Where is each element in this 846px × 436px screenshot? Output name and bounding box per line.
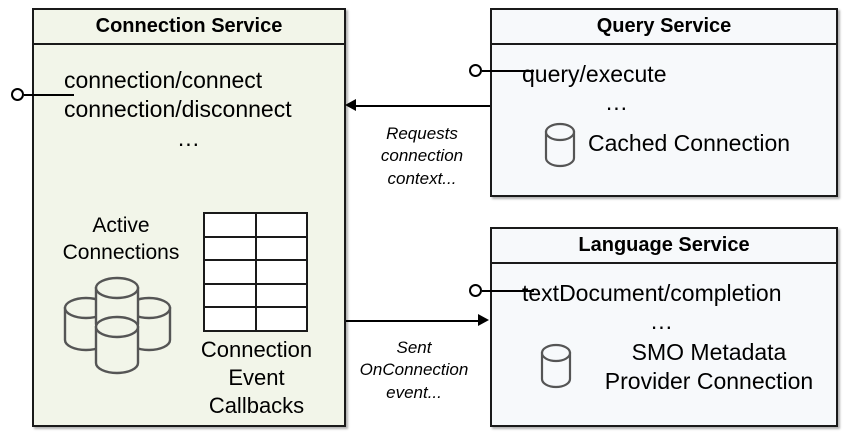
table-cell [203,212,257,238]
table-cell [254,259,308,285]
connection-to-language-label-line3: event... [386,382,442,402]
cached-connection-cylinder-icon [542,121,578,174]
connection-service-ellipsis: ... [177,125,201,151]
query-service-box[interactable]: Query Service query/execute ... Cached C… [490,8,838,197]
language-service-endpoint-0: textDocument/completion [522,280,782,306]
connection-service-endpoint-1: connection/disconnect [64,96,292,122]
smo-metadata-cylinder-icon [538,342,574,395]
language-service-body: textDocument/completion ... SMO Metadata… [492,264,836,425]
smo-metadata-label-line1: SMO Metadata [631,339,787,365]
callbacks-label-line2: Event [228,365,285,390]
connection-service-lollipop-icon[interactable] [11,88,24,101]
query-to-connection-label-line2: connection [380,146,464,166]
language-service-ellipsis: ... [650,308,674,334]
query-service-title: Query Service [492,10,836,45]
table-cell [203,306,257,332]
table-cell [254,282,308,309]
table-row[interactable] [203,282,308,309]
query-service-endpoint-0: query/execute [522,61,667,87]
connection-service-lollipop-stem [24,94,74,96]
query-to-connection-label-line3: context... [387,168,457,188]
table-cell [203,235,257,262]
language-service-box[interactable]: Language Service textDocument/completion… [490,227,838,427]
table-cell [203,282,257,309]
table-cell [254,306,308,332]
table-body [203,212,308,332]
table-row[interactable] [203,235,308,262]
active-connections-label-line2: Connections [62,241,180,264]
cached-connection-label: Cached Connection [588,130,791,156]
language-service-title: Language Service [492,229,836,264]
connection-service-endpoint-0: connection/connect [64,67,263,93]
query-to-connection-label-line1: Requests [386,124,458,143]
language-service-lollipop-icon[interactable] [469,284,482,297]
callbacks-label-line1: Connection [200,337,313,362]
query-to-connection-arrow-head [345,99,356,111]
database-cluster-icon [54,275,186,385]
query-to-connection-arrow-shaft [356,105,490,107]
table-cell [254,235,308,262]
connection-to-language-label: Sent OnConnection event... [350,337,478,404]
callbacks-label-line3: Callbacks [208,393,305,418]
table-row[interactable] [203,212,308,238]
table-cell [203,259,257,285]
connection-to-language-arrow-head [478,314,489,326]
connection-service-body: connection/connect connection/disconnect… [34,45,344,425]
language-service-lollipop-stem [482,290,534,292]
smo-metadata-label-line2: Provider Connection [604,368,814,394]
query-service-ellipsis: ... [605,89,629,115]
query-to-connection-label: Requests connection context... [362,123,482,190]
query-service-lollipop-icon[interactable] [469,64,482,77]
query-service-body: query/execute ... Cached Connection [492,45,836,195]
query-service-lollipop-stem [482,70,534,72]
connection-service-title: Connection Service [34,10,344,45]
table-cell [254,212,308,238]
connection-event-callbacks-table[interactable] [203,212,308,332]
table-row[interactable] [203,259,308,285]
connection-service-box[interactable]: Connection Service connection/connect co… [32,8,346,427]
connection-to-language-label-line2: OnConnection [359,360,469,380]
active-connections-label-line1: Active [92,214,150,237]
table-row[interactable] [203,306,308,332]
connection-to-language-label-line1: Sent [396,338,432,357]
connection-to-language-arrow-shaft [346,320,479,322]
